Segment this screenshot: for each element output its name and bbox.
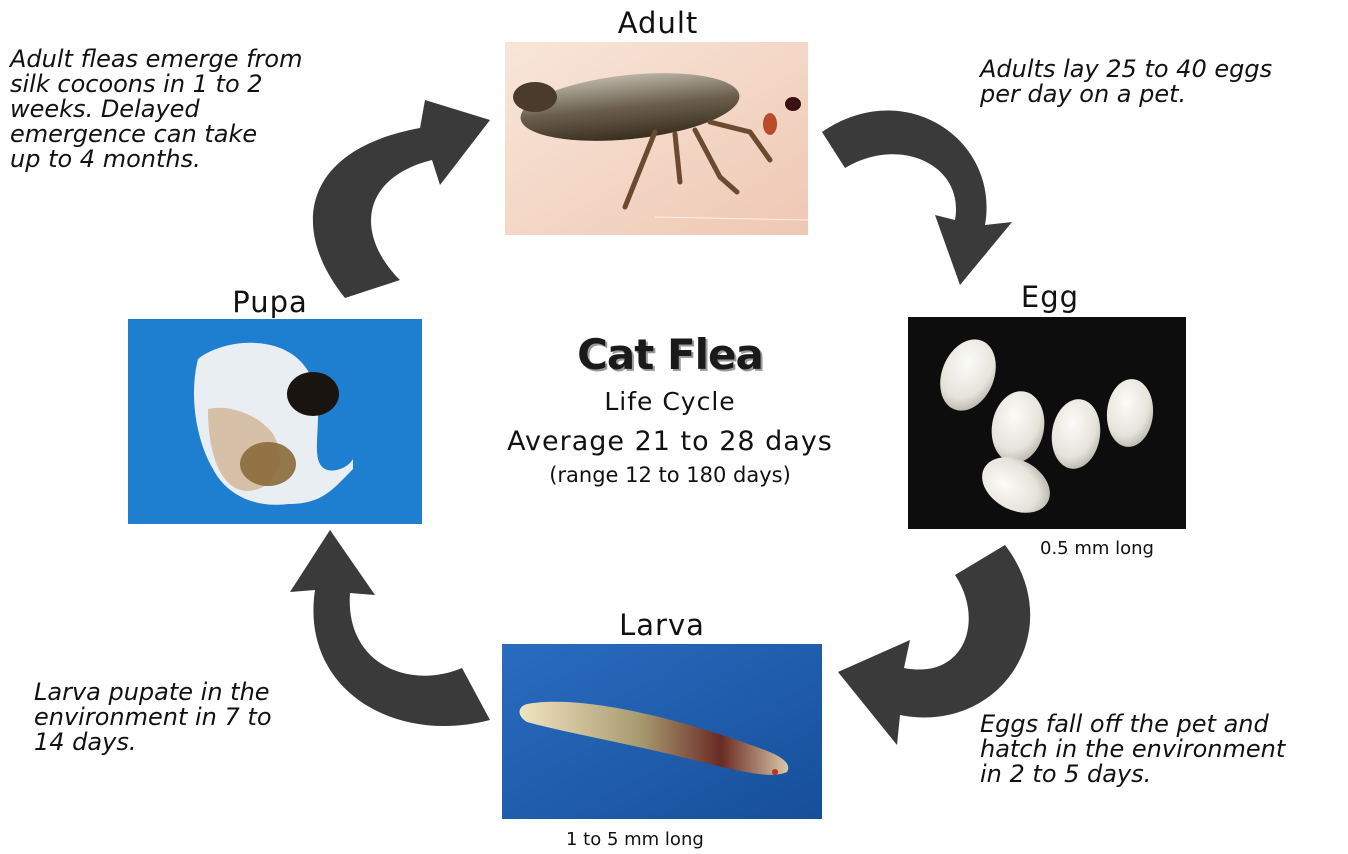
stage-label-pupa: Pupa: [210, 285, 330, 319]
larva-photo: [502, 644, 822, 819]
stage-label-larva: Larva: [602, 608, 722, 642]
stage-label-adult: Adult: [598, 6, 718, 40]
stage-label-egg: Egg: [990, 280, 1110, 314]
note-line: Eggs fall off the pet and: [980, 712, 1285, 737]
center-summary: Cat Flea Life Cycle Average 21 to 28 day…: [460, 330, 880, 487]
diagram-subtitle: Life Cycle: [460, 387, 880, 416]
note-line: Larva pupate in the: [34, 680, 272, 705]
range-duration: (range 12 to 180 days): [460, 463, 880, 487]
note-larva-to-pupa: Larva pupate in the environment in 7 to …: [34, 680, 272, 755]
egg-size-note: 0.5 mm long: [1040, 538, 1154, 559]
curved-arrow-icon: [290, 530, 490, 726]
adult-flea-photo: [505, 42, 808, 235]
pupa-photo: [128, 319, 422, 524]
note-pupa-to-adult: Adult fleas emerge from silk cocoons in …: [10, 47, 302, 172]
average-duration: Average 21 to 28 days: [460, 426, 880, 457]
note-line: in 2 to 5 days.: [980, 762, 1285, 787]
note-line: up to 4 months.: [10, 147, 302, 172]
note-line: silk cocoons in 1 to 2: [10, 72, 302, 97]
curved-arrow-icon: [313, 100, 490, 298]
note-line: environment in 7 to: [34, 705, 272, 730]
note-egg-to-larva: Eggs fall off the pet and hatch in the e…: [980, 712, 1285, 787]
larva-size-note: 1 to 5 mm long: [566, 829, 704, 850]
note-line: Adults lay 25 to 40 eggs: [980, 57, 1272, 82]
note-line: 14 days.: [34, 730, 272, 755]
diagram-title: Cat Flea: [460, 330, 880, 379]
note-line: Adult fleas emerge from: [10, 47, 302, 72]
note-line: per day on a pet.: [980, 82, 1272, 107]
note-line: emergence can take: [10, 122, 302, 147]
egg-photo: [908, 317, 1186, 529]
curved-arrow-icon: [822, 110, 1012, 285]
note-line: weeks. Delayed: [10, 97, 302, 122]
note-adult-to-egg: Adults lay 25 to 40 eggs per day on a pe…: [980, 57, 1272, 107]
note-line: hatch in the environment: [980, 737, 1285, 762]
